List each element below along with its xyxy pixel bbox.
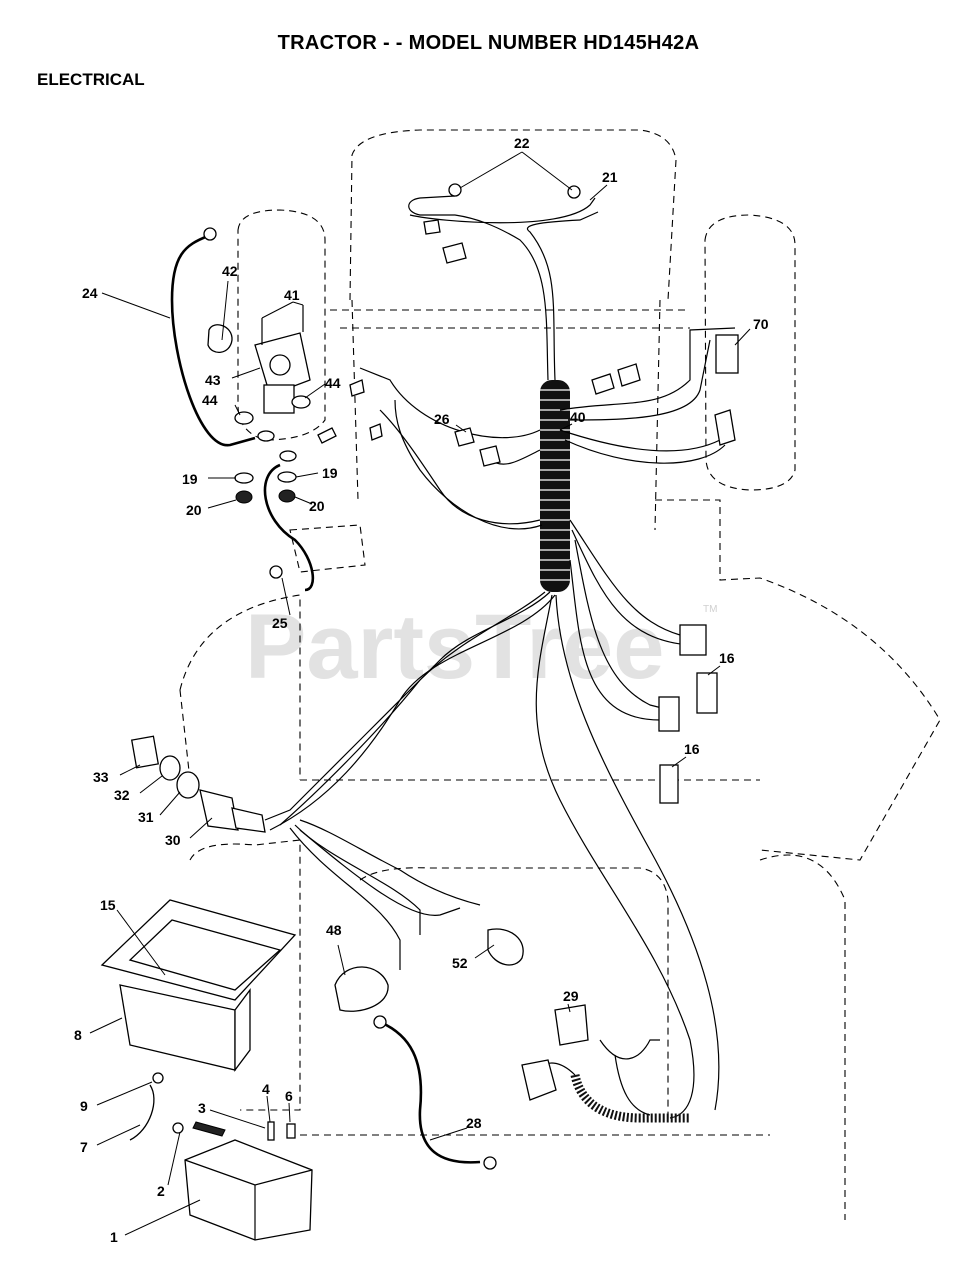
callout-2: 2 bbox=[157, 1183, 165, 1199]
misc-parts bbox=[334, 928, 589, 1170]
ignition-switch bbox=[130, 735, 266, 833]
callout-19b: 19 bbox=[322, 465, 338, 481]
section-heading: ELECTRICAL bbox=[37, 70, 145, 89]
callout-6: 6 bbox=[285, 1088, 293, 1104]
callout-33: 33 bbox=[93, 769, 109, 785]
callout-15: 15 bbox=[100, 897, 116, 913]
leader-lines bbox=[89, 151, 751, 1236]
callout-26: 26 bbox=[434, 411, 450, 427]
callout-42: 42 bbox=[222, 263, 238, 279]
battery-cables bbox=[170, 234, 481, 1164]
callout-21: 21 bbox=[602, 169, 618, 185]
harness-coil bbox=[540, 380, 570, 592]
callout-43: 43 bbox=[205, 372, 221, 388]
callout-30: 30 bbox=[165, 832, 181, 848]
callout-48: 48 bbox=[326, 922, 342, 938]
connectors bbox=[349, 183, 739, 804]
callout-32: 32 bbox=[114, 787, 130, 803]
callout-28: 28 bbox=[466, 1115, 482, 1131]
wiring-harness bbox=[264, 195, 736, 1119]
callout-20b: 20 bbox=[309, 498, 325, 514]
callout-52: 52 bbox=[452, 955, 468, 971]
watermark-text: PartsTree bbox=[245, 596, 664, 698]
small-coil bbox=[539, 1039, 690, 1123]
callout-1: 1 bbox=[110, 1229, 118, 1245]
callout-29: 29 bbox=[563, 988, 579, 1004]
callout-41: 41 bbox=[284, 287, 300, 303]
callout-40: 40 bbox=[570, 409, 586, 425]
callout-numbers: 24 42 41 43 44 44 19 19 20 20 22 21 26 4… bbox=[74, 135, 769, 1245]
page-title: TRACTOR - - MODEL NUMBER HD145H42A bbox=[277, 32, 700, 54]
tractor-outline bbox=[179, 129, 941, 1220]
callout-19a: 19 bbox=[182, 471, 198, 487]
callout-4: 4 bbox=[262, 1081, 270, 1097]
callout-20a: 20 bbox=[186, 502, 202, 518]
callout-7: 7 bbox=[80, 1139, 88, 1155]
callout-16b: 16 bbox=[684, 741, 700, 757]
watermark-tm: TM bbox=[703, 604, 717, 615]
battery-assembly bbox=[100, 899, 313, 1241]
callout-16a: 16 bbox=[719, 650, 735, 666]
callout-31: 31 bbox=[138, 809, 154, 825]
callout-9: 9 bbox=[80, 1098, 88, 1114]
callout-24: 24 bbox=[82, 285, 98, 301]
callout-8: 8 bbox=[74, 1027, 82, 1043]
callout-44a: 44 bbox=[202, 392, 218, 408]
callout-70: 70 bbox=[753, 316, 769, 332]
callout-22: 22 bbox=[514, 135, 530, 151]
starter-solenoid bbox=[203, 227, 337, 579]
callout-44b: 44 bbox=[325, 375, 341, 391]
callout-25: 25 bbox=[272, 615, 288, 631]
callout-3: 3 bbox=[198, 1100, 206, 1116]
